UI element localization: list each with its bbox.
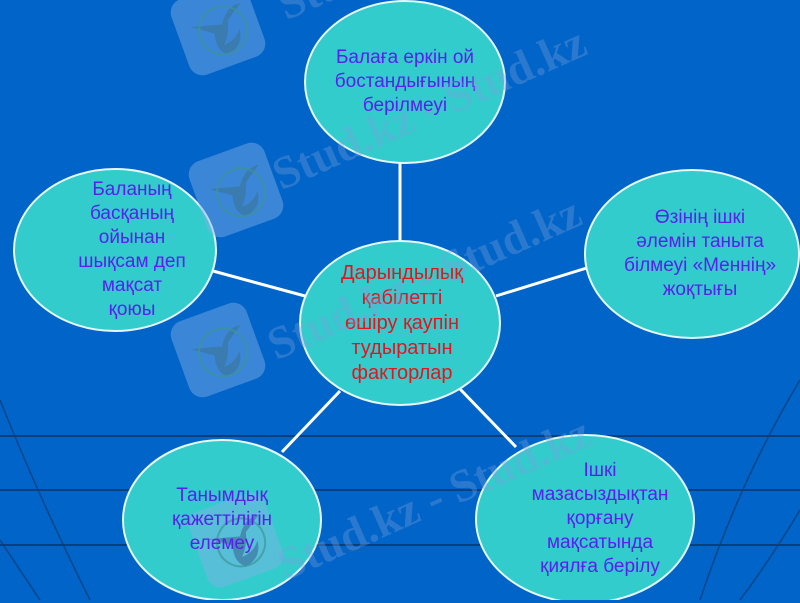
- connector-left: [212, 269, 306, 298]
- background-arcs: [0, 379, 800, 600]
- connector-right: [495, 265, 591, 298]
- connector-bottom-left: [280, 389, 342, 454]
- ellipse-left: [13, 168, 217, 332]
- connector-bottom-right: [458, 387, 518, 449]
- ellipse-right: [584, 169, 800, 339]
- node-right: Өзінің ішкі әлемін таныта білмеуі «Менні…: [623, 207, 777, 300]
- ellipses: [13, 0, 800, 600]
- node-center: Дарындылық қабілетті өшіру қаупін тудыра…: [340, 261, 464, 384]
- ellipse-top: [304, 0, 506, 164]
- ellipse-center: [299, 240, 501, 406]
- node-bottom-left: Танымдық қажеттілігін елемеу: [171, 485, 273, 554]
- ellipse-bottom-right: [475, 434, 695, 600]
- connector-lines: [212, 160, 591, 454]
- node-bottom-right: Ішкі мазасыздықтан қорғану мақсатында қи…: [531, 460, 669, 577]
- node-left: Баланың басқаның ойынан шықсам деп мақса…: [78, 179, 186, 320]
- node-top: Балаға еркін ой бостандығының берілмеуі: [334, 47, 476, 116]
